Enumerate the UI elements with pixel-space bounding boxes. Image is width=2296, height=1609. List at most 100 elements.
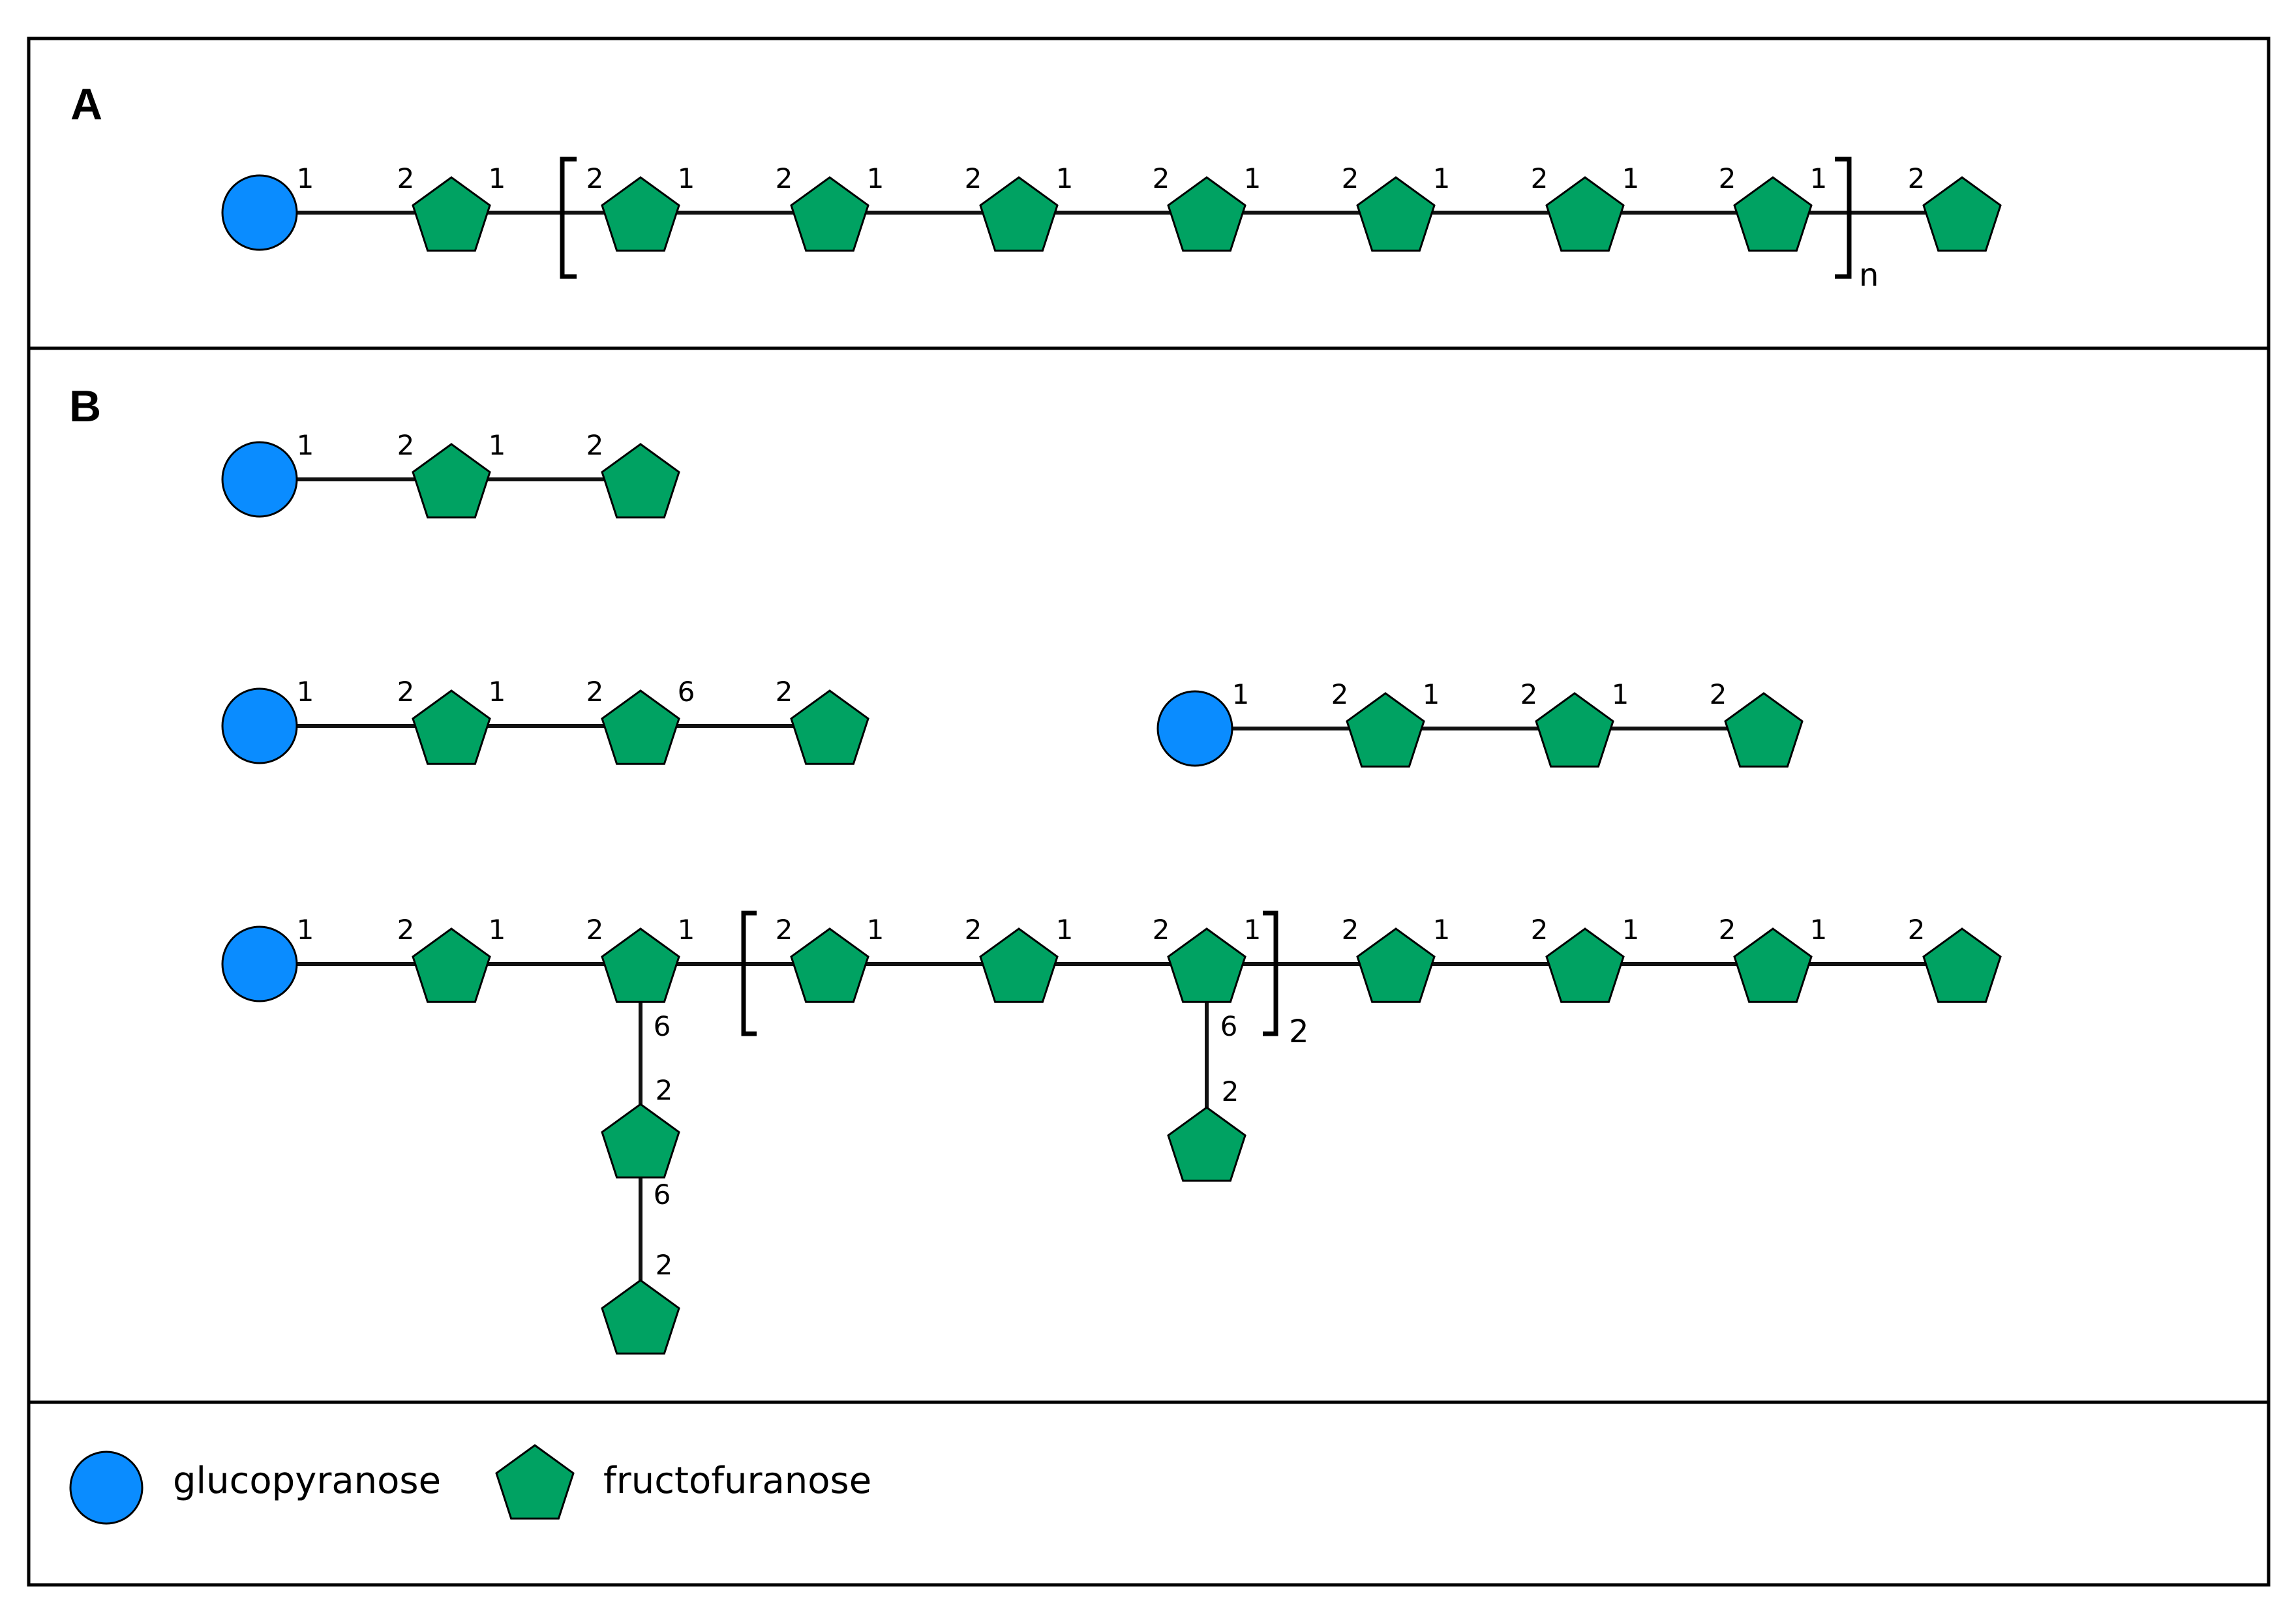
linkage-position: 1 (1612, 678, 1629, 710)
linkage-position: 2 (586, 914, 604, 946)
linkage-position: 2 (1531, 162, 1548, 194)
fructofuranose-icon (1167, 1106, 1246, 1182)
linkage-position: 2 (776, 162, 793, 194)
repeat-bracket-close (1263, 910, 1278, 1036)
linkage-position: 1 (297, 429, 314, 461)
linkage-position: 2 (1331, 678, 1349, 710)
linkage-position: 2 (1520, 678, 1538, 710)
linkage-position: 1 (489, 162, 506, 194)
linkage-position: 1 (1423, 678, 1440, 710)
linkage-position: 1 (489, 429, 506, 461)
branch-position: 2 (1222, 1075, 1239, 1107)
linkage-position: 2 (397, 914, 415, 946)
fructofuranose-icon (1346, 692, 1425, 768)
legend-glucopyranose-icon (69, 1451, 144, 1525)
linkage-position: 2 (1719, 162, 1736, 194)
fructofuranose-icon (1356, 927, 1436, 1003)
linkage-positions: 1 2 1 2 1 2 1 2 1 2 1 2 1 2 1 2 1 2 1 2 1 2 1 2 1 2 6 2 1 2 1 2 1 2 1 2 1 2 1 2… (297, 162, 1926, 1281)
fructofuranose-icon (1535, 692, 1614, 768)
linkage-position: 1 (678, 162, 695, 194)
linkage-position: 1 (297, 914, 314, 946)
glucopyranose-icon (1156, 690, 1233, 767)
fructofuranose-icon (1922, 176, 2002, 252)
linkage-position: 2 (1908, 162, 1926, 194)
linkage-position: 1 (1244, 162, 1261, 194)
linkage-position: 1 (1056, 914, 1074, 946)
linkage-position: 2 (586, 676, 604, 708)
repeat-bracket-open (741, 910, 757, 1036)
fructofuranose-icon (790, 689, 869, 765)
fructofuranose-icon (979, 927, 1059, 1003)
fructofuranose-icon (412, 689, 491, 765)
linkage-position: 2 (1531, 914, 1548, 946)
linkage-position: 2 (397, 429, 415, 461)
fructofuranose-icon (601, 176, 680, 252)
linkage-position: 2 (1710, 678, 1727, 710)
glucopyranose-icon (221, 687, 298, 764)
fructofuranose-icon (1167, 927, 1246, 1003)
linkage-position: 1 (489, 676, 506, 708)
legend-fructofuranose-icon (495, 1444, 575, 1520)
linkage-position: 1 (1433, 914, 1451, 946)
fructofuranose-icon (601, 927, 680, 1003)
linkage-position: 2 (397, 676, 415, 708)
linkage-position: 1 (867, 162, 884, 194)
linkage-position: 1 (489, 914, 506, 946)
linkage-position: 2 (586, 429, 604, 461)
linkage-position: 2 (1153, 162, 1170, 194)
branch-position: 2 (656, 1074, 673, 1106)
fructofuranose-icon (412, 927, 491, 1003)
legend: glucopyranose fructofuranose (69, 1444, 871, 1525)
branch-position: 2 (656, 1249, 673, 1281)
glucopyranose-icon (221, 925, 298, 1002)
fructofuranose-icon (601, 443, 680, 519)
linkage-position: 2 (397, 162, 415, 194)
fructofuranose-icon (1733, 927, 1813, 1003)
repeat-subscript: n (1859, 257, 1879, 293)
residue-glyphs (221, 174, 2002, 1355)
linkage-position: 1 (1433, 162, 1451, 194)
fructofuranose-icon (979, 176, 1059, 252)
figure-frame (27, 37, 2271, 1587)
linkage-position: 1 (297, 676, 314, 708)
linkage-position: 6 (678, 676, 695, 708)
glucopyranose-icon (221, 174, 298, 251)
linkage-position: 1 (297, 162, 314, 194)
linkage-position: 2 (776, 914, 793, 946)
linkage-position: 1 (867, 914, 884, 946)
fructofuranose-icon (1545, 176, 1625, 252)
linkage-position: 1 (678, 914, 695, 946)
linkage-position: 2 (1908, 914, 1926, 946)
fructofuranose-icon (1356, 176, 1436, 252)
linkage-position: 2 (1342, 914, 1359, 946)
linkage-position: 2 (1153, 914, 1170, 946)
repeat-brackets: n2 (560, 157, 1879, 1050)
fructofuranose-icon (1545, 927, 1625, 1003)
repeat-bracket-close (1835, 157, 1852, 279)
legend-glucopyranose-label: glucopyranose (173, 1460, 441, 1502)
linkage-position: 1 (1244, 914, 1261, 946)
fructofuranose-icon (601, 1103, 680, 1179)
branch-position: 6 (654, 1010, 671, 1042)
fructofuranose-icon (1167, 176, 1246, 252)
linkage-position: 1 (1232, 678, 1250, 710)
linkage-position: 1 (1622, 914, 1640, 946)
repeat-bracket-open (560, 157, 577, 279)
glucopyranose-icon (221, 441, 298, 518)
linkage-position: 2 (586, 162, 604, 194)
fructofuranose-icon (790, 176, 869, 252)
fructofuranose-icon (790, 927, 869, 1003)
fructofuranose-icon (601, 1279, 680, 1355)
fructofuranose-icon (412, 176, 491, 252)
glycosidic-links (260, 211, 1962, 1316)
linkage-position: 1 (1056, 162, 1074, 194)
branch-position: 6 (1220, 1010, 1238, 1042)
panel-a-label: A (70, 80, 102, 129)
legend-fructofuranose-label: fructofuranose (603, 1460, 871, 1502)
fructofuranose-icon (1922, 927, 2002, 1003)
linkage-position: 2 (776, 676, 793, 708)
linkage-position: 2 (1342, 162, 1359, 194)
fructofuranose-icon (1733, 176, 1813, 252)
repeat-subscript: 2 (1289, 1014, 1309, 1050)
